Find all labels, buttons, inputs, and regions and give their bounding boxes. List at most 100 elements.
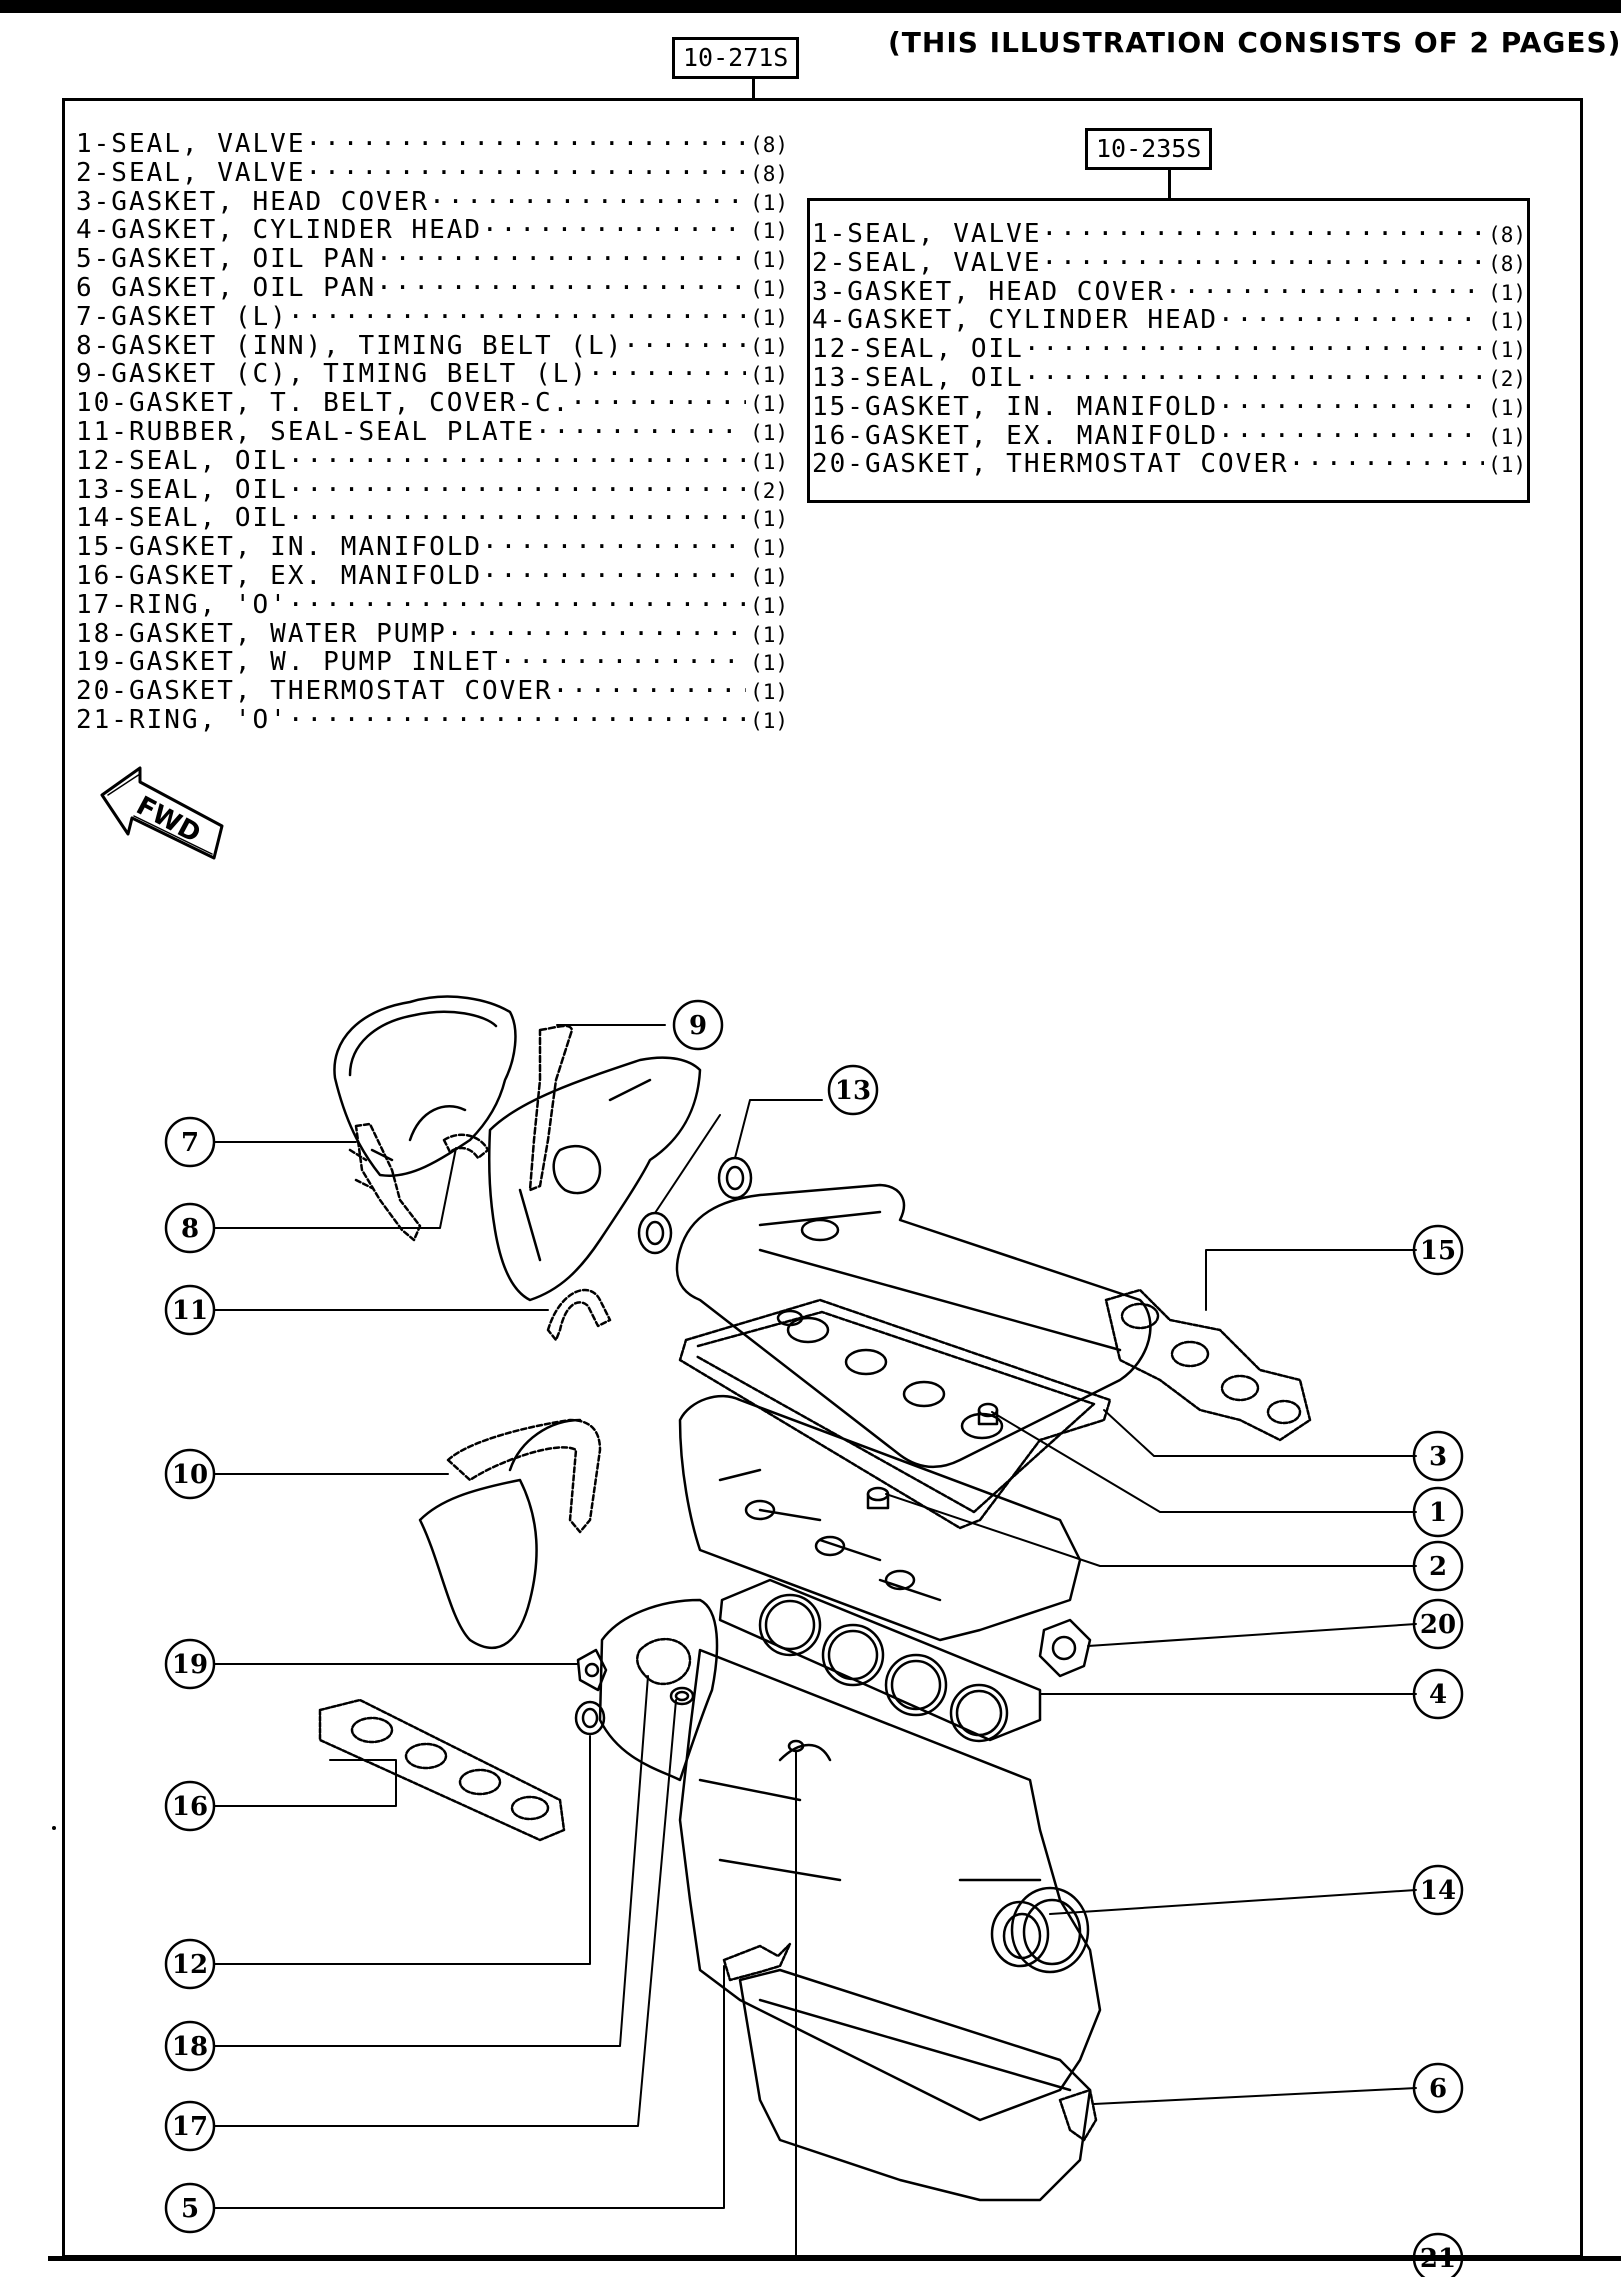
part-quantity: (1) xyxy=(750,449,788,474)
sub-kit-row: 4-GASKET, CYLINDER HEAD(1) xyxy=(812,306,1526,335)
callout-2 xyxy=(1412,1540,1464,1592)
callout-4 xyxy=(1412,1668,1464,1720)
callout-9 xyxy=(672,999,724,1051)
parts-list-row: 19-GASKET, W. PUMP INLET (1) xyxy=(76,648,788,677)
sub-kit-row: 12-SEAL, OIL(1) xyxy=(812,335,1526,364)
parts-list-row: 12-SEAL, OIL(1) xyxy=(76,446,788,476)
callout-num-7: 7 xyxy=(181,1128,199,1158)
callout-15 xyxy=(1412,1224,1464,1276)
sub-kit-ref-tick xyxy=(1168,170,1171,198)
callout-16 xyxy=(164,1780,216,1832)
sub-kit-parts-list: 1-SEAL, VALVE (8)2-SEAL, VALVE(8)3-GASKET… xyxy=(812,220,1526,479)
callout-num-13: 13 xyxy=(835,1076,871,1106)
part-quantity: (1) xyxy=(750,651,788,676)
part-name: 19-GASKET, W. PUMP INLET xyxy=(76,647,500,678)
callout-12 xyxy=(164,1938,216,1990)
callout-num-11: 11 xyxy=(172,1296,208,1326)
cylinder-head-cover xyxy=(675,1183,1152,1469)
callout-num-9: 9 xyxy=(689,1011,707,1041)
part-quantity: (1) xyxy=(750,305,788,330)
parts-list-row: 10-GASKET, T. BELT, COVER-C.(1) xyxy=(76,389,788,418)
top-rule xyxy=(0,0,1621,13)
cylinder-head-gasket-4 xyxy=(718,1578,1042,1743)
cylinder-block xyxy=(678,1648,1102,2122)
parts-list-row: 6 GASKET, OIL PAN(1) xyxy=(76,274,788,303)
callout-num-10: 10 xyxy=(172,1460,208,1490)
part-name: 21-RING, 'O' xyxy=(76,704,288,735)
part-name: 11-RUBBER, SEAL-SEAL PLATE xyxy=(76,416,535,447)
gasket-9-strip xyxy=(528,1024,574,1192)
parts-list-row: 7-GASKET (L)(1) xyxy=(76,302,788,332)
parts-list-row: 3-GASKET, HEAD COVER (1) xyxy=(76,186,788,217)
leader-8 xyxy=(213,1147,457,1229)
callout-num-8: 8 xyxy=(181,1214,199,1244)
part-name: 15-GASKET, IN. MANIFOLD xyxy=(812,391,1219,422)
sub-kit-row: 20-GASKET, THERMOSTAT COVER(1) xyxy=(812,450,1526,479)
leader-18 xyxy=(213,1675,649,2047)
part-name: 5-GASKET, OIL PAN xyxy=(76,244,377,275)
part-name: 4-GASKET, CYLINDER HEAD xyxy=(812,305,1219,336)
part-quantity: (2) xyxy=(750,478,788,503)
callout-num-5: 5 xyxy=(181,2194,199,2224)
part-quantity: (8) xyxy=(750,161,788,186)
callout-1 xyxy=(1412,1486,1464,1538)
fwd-arrow-icon: FWD xyxy=(100,766,224,860)
part-name: 1-SEAL, VALVE xyxy=(812,219,1042,249)
part-name: 13-SEAL, OIL xyxy=(76,474,288,505)
sub-kit-row: 3-GASKET, HEAD COVER(1) xyxy=(812,277,1526,307)
parts-list-row: 5-GASKET, OIL PAN(1) xyxy=(76,245,788,274)
oil-seal-13 xyxy=(637,1156,753,1255)
leader-1 xyxy=(991,1411,1417,1513)
callout-11 xyxy=(164,1284,216,1336)
parts-list-row: 20-GASKET, THERMOSTAT COVER(1) xyxy=(76,677,788,706)
part-quantity: (2) xyxy=(1488,366,1526,391)
part-quantity: (8) xyxy=(1488,223,1526,247)
part-quantity: (8) xyxy=(1488,251,1526,276)
sub-kit-row: 1-SEAL, VALVE (8) xyxy=(812,220,1526,249)
sub-kit-row: 13-SEAL, OIL(2) xyxy=(812,364,1526,393)
pages-note: (THIS ILLUSTRATION CONSISTS OF 2 PAGES) xyxy=(888,26,1621,59)
oil-seal-12 xyxy=(574,1700,606,1736)
part-quantity: (1) xyxy=(1488,424,1526,449)
oil-pan-gasket-5 xyxy=(722,1942,792,1982)
valve-seal-2 xyxy=(866,1486,890,1510)
part-name: 12-SEAL, OIL xyxy=(812,334,1024,365)
part-quantity: (1) xyxy=(750,536,788,561)
bottom-rule xyxy=(48,2256,1621,2261)
part-name: 15-GASKET, IN. MANIFOLD xyxy=(76,532,483,563)
part-name: 3-GASKET, HEAD COVER xyxy=(76,186,430,217)
spark-plug-ring-gaskets xyxy=(776,1309,1004,1440)
part-quantity: (1) xyxy=(750,190,788,215)
gasket-7 xyxy=(348,1122,422,1242)
parts-list-row: 13-SEAL, OIL (2) xyxy=(76,474,788,505)
part-quantity: (1) xyxy=(750,276,788,301)
sub-kit-frame xyxy=(807,198,1530,503)
gasket-8 xyxy=(442,1133,490,1160)
leader-14 xyxy=(1049,1889,1417,1915)
parts-list-row: 17-RING, 'O'(1) xyxy=(76,590,788,620)
leader-20 xyxy=(1087,1623,1417,1647)
leader-17 xyxy=(213,1699,677,2127)
callout-num-20: 20 xyxy=(1420,1610,1456,1640)
callout-17 xyxy=(164,2100,216,2152)
leader-3 xyxy=(1103,1409,1417,1457)
part-quantity: (1) xyxy=(750,564,788,589)
callout-circles xyxy=(164,999,1464,2277)
part-quantity: (1) xyxy=(750,622,788,647)
diagram-ref-label: 10-271S xyxy=(672,37,800,79)
part-quantity: (1) xyxy=(750,593,788,618)
sub-kit-row: 2-SEAL, VALVE(8) xyxy=(812,248,1526,278)
callout-num-3: 3 xyxy=(1429,1442,1447,1472)
exhaust-manifold-gasket-16 xyxy=(318,1698,566,1842)
parts-list-row: 2-SEAL, VALVE(8) xyxy=(76,158,788,188)
parts-list-row: 16-GASKET, EX. MANIFOLD(1) xyxy=(76,562,788,591)
part-name: 20-GASKET, THERMOSTAT COVER xyxy=(812,449,1289,480)
callout-num-2: 2 xyxy=(1429,1552,1447,1582)
part-name: 9-GASKET (C), TIMING BELT (L) xyxy=(76,359,588,390)
thermostat-gasket-20 xyxy=(1038,1618,1092,1678)
leader-12 xyxy=(213,1735,591,1965)
part-name: 4-GASKET, CYLINDER HEAD xyxy=(76,215,483,246)
scan-speck xyxy=(52,1826,56,1830)
parts-list-row: 4-GASKET, CYLINDER HEAD(1) xyxy=(76,216,788,245)
oil-seal-14 xyxy=(990,1900,1050,1968)
